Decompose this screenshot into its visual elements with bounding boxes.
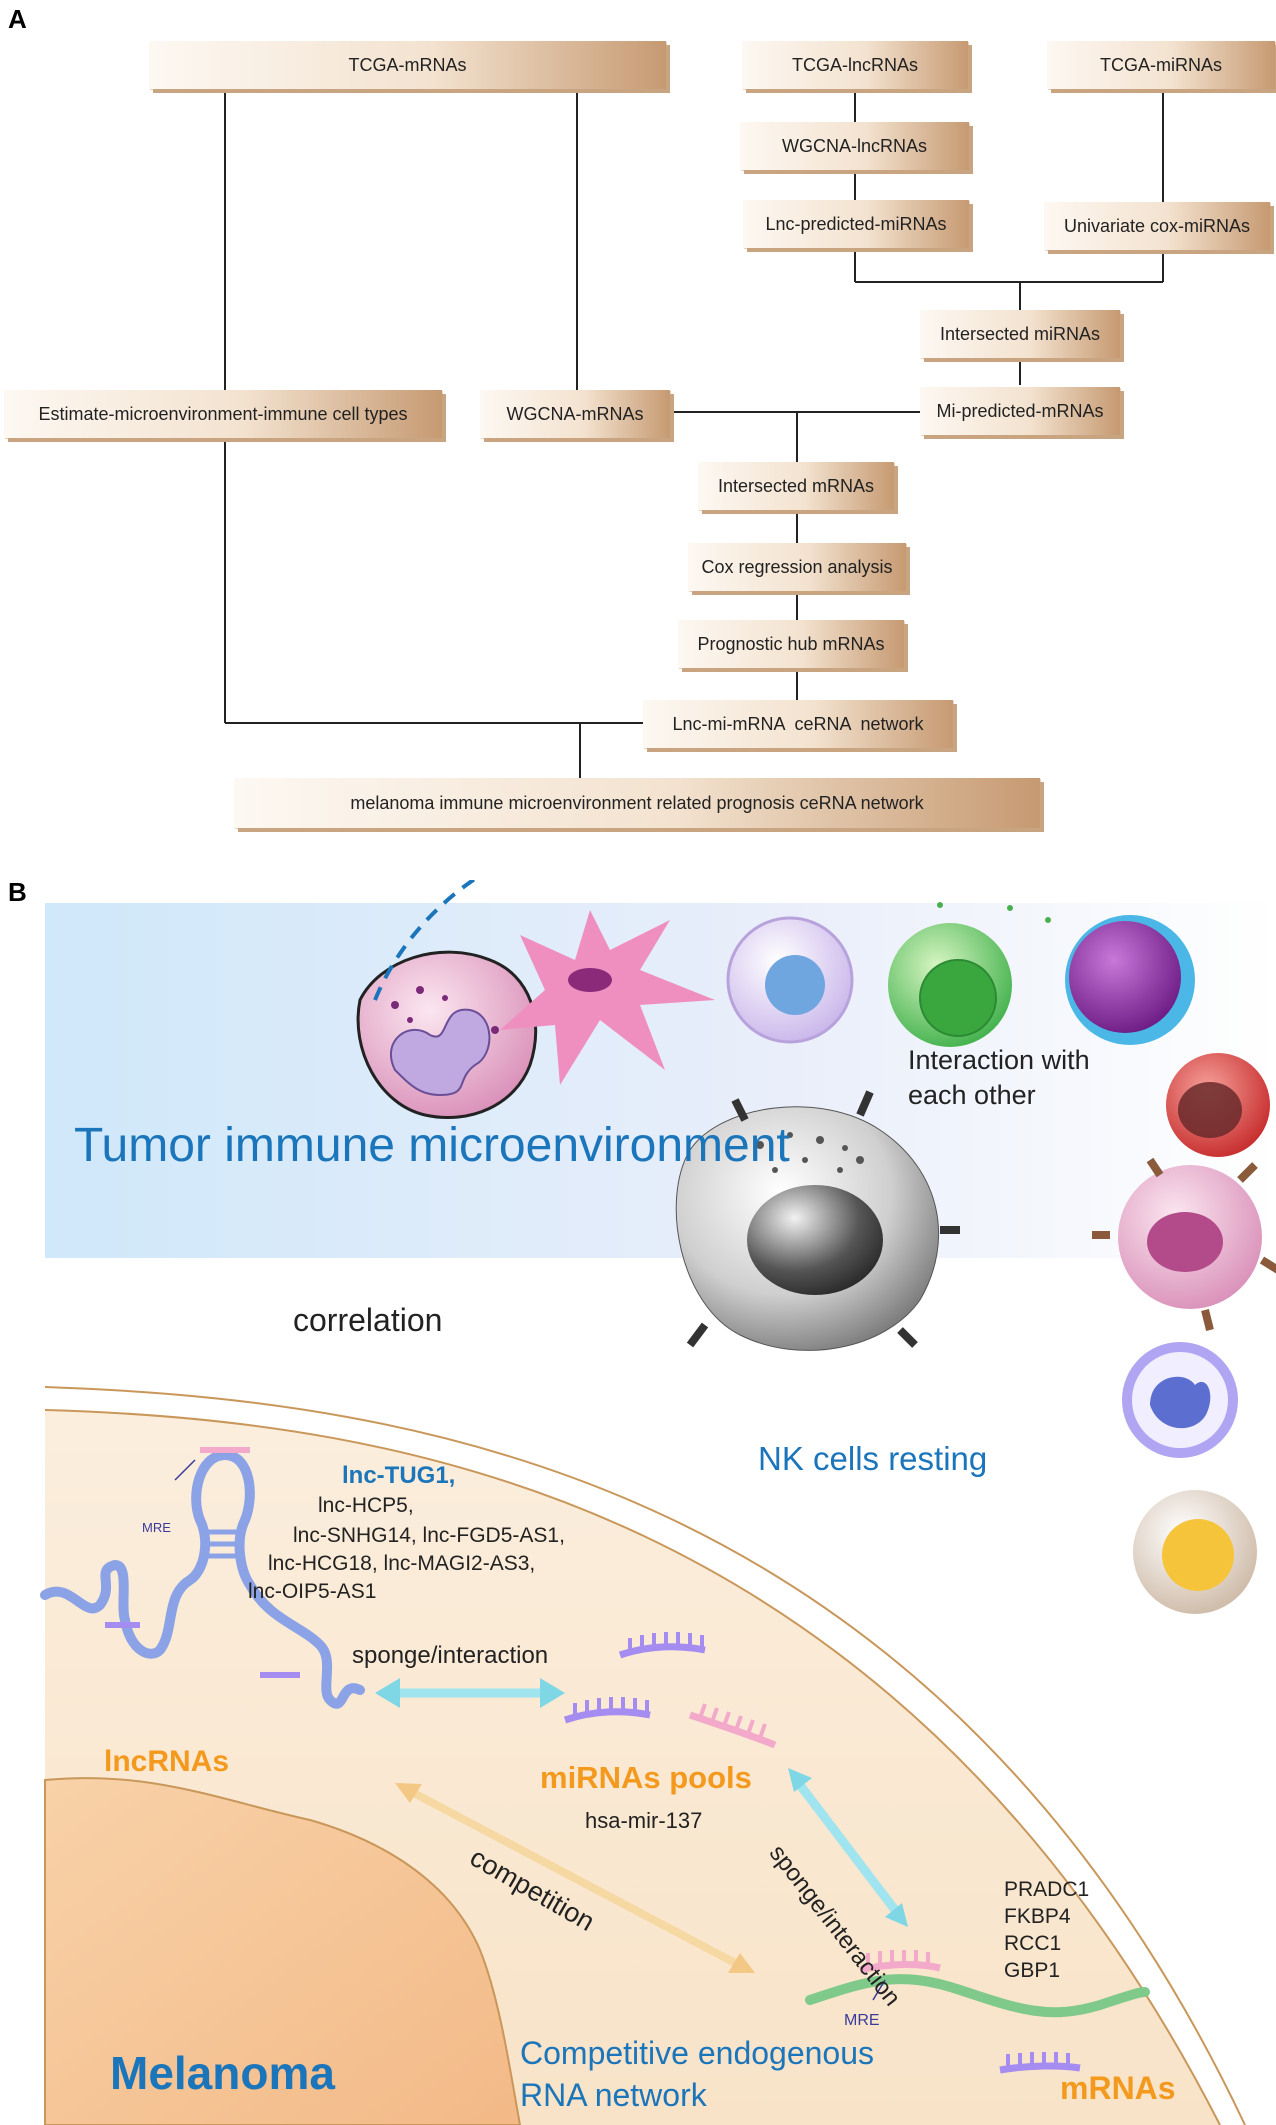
lncrnas-label: lncRNAs: [104, 1745, 230, 1778]
box-wgcna-mrnas: WGCNA-mRNAs: [480, 390, 670, 438]
panel-b-label: B: [8, 877, 27, 907]
gene-label: RCC1: [1004, 1932, 1062, 1955]
tme-title: Tumor immune microenvironment: [74, 1119, 790, 1172]
box-cerna-network: Lnc-mi-mRNA ceRNA network: [643, 700, 953, 748]
mre-label-lnc: MRE: [142, 1520, 171, 1535]
box-univariate-cox-mirnas: Univariate cox-miRNAs: [1044, 202, 1270, 250]
lnc-tug1-label: lnc-TUG1,: [342, 1462, 456, 1489]
competition-arrow: [395, 1783, 755, 1973]
panel-a-label: A: [8, 4, 27, 34]
box-intersected-mrnas: Intersected mRNAs: [698, 462, 894, 510]
box-lnc-predicted-mirnas: Lnc-predicted-miRNAs: [743, 200, 969, 248]
purple-cell-icon: [1065, 915, 1195, 1045]
mirna-pool-icon: [563, 1632, 777, 1749]
dendritic-cell-icon: [500, 910, 715, 1085]
neutrophil-icon: [356, 950, 538, 1120]
mre-label-mrna: MRE: [844, 2012, 880, 2029]
melanoma-label: Melanoma: [110, 2047, 335, 2099]
interaction-text-2: each other: [908, 1080, 1036, 1110]
lnc-list-item: lnc-OIP5-AS1: [248, 1580, 377, 1603]
gene-label: FKBP4: [1004, 1905, 1071, 1928]
lnc-list-item: lnc-SNHG14, lnc-FGD5-AS1,: [293, 1524, 565, 1547]
box-mi-predicted-mrnas: Mi-predicted-mRNAs: [920, 387, 1120, 435]
illustration: [40, 880, 1276, 2125]
cerna-text-1: Competitive endogenous: [520, 2035, 875, 2071]
lnc-list-item: lnc-HCG18, lnc-MAGI2-AS3,: [268, 1552, 536, 1575]
lymphocyte-icon: [726, 916, 854, 1044]
box-final-network: melanoma immune microenvironment related…: [234, 778, 1040, 828]
gene-label: GBP1: [1004, 1959, 1061, 1982]
red-cell-icon: [1166, 1053, 1270, 1157]
mrnas-label: mRNAs: [1060, 2070, 1176, 2106]
box-tcga-lncrnas: TCGA-lncRNAs: [742, 41, 968, 89]
nk-cells-label: NK cells resting: [758, 1440, 988, 1477]
sponge-arrow-right: [788, 1768, 908, 1927]
mirnas-pools-label: miRNAs pools: [540, 1760, 752, 1795]
monocyte-icon: [1122, 1342, 1238, 1458]
box-intersected-mirnas: Intersected miRNAs: [920, 310, 1120, 358]
box-tcga-mrnas: TCGA-mRNAs: [149, 41, 666, 89]
box-cox-regression: Cox regression analysis: [688, 543, 906, 591]
lncrna-strand-icon: [40, 1447, 365, 1709]
flowchart-connectors: [224, 90, 1164, 778]
box-prognostic-hub-mrnas: Prognostic hub mRNAs: [678, 620, 904, 668]
box-wgcna-lncrnas: WGCNA-lncRNAs: [740, 122, 969, 170]
gene-label: PRADC1: [1004, 1878, 1090, 1901]
macrophage-icon: [1092, 1157, 1276, 1331]
lnc-list-item: lnc-HCP5,: [318, 1494, 414, 1517]
correlation-label: correlation: [293, 1302, 443, 1338]
box-estimate-immune: Estimate-microenvironment-immune cell ty…: [4, 390, 442, 438]
sponge-label-left: sponge/interaction: [352, 1642, 549, 1669]
green-cell-icon: [888, 902, 1051, 1047]
cerna-text-2: RNA network: [520, 2077, 707, 2113]
interaction-text-1: Interaction with: [908, 1045, 1090, 1075]
sponge-arrow-left: [375, 1678, 565, 1708]
hsa-mir-137-label: hsa-mir-137: [585, 1808, 703, 1833]
nk-cell-icon: [675, 1090, 960, 1351]
beige-cell-icon: [1133, 1490, 1257, 1614]
mrna-strand-icon: [805, 1950, 1150, 2074]
box-tcga-mirnas: TCGA-miRNAs: [1047, 41, 1275, 89]
